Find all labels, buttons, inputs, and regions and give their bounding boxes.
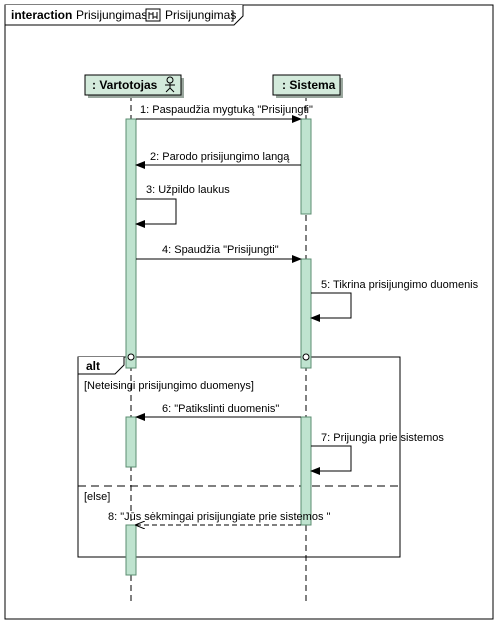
message-2-label: 2: Parodo prisijungimo langą <box>150 151 290 163</box>
alt-fragment-tab <box>77 357 125 375</box>
message-3-arrow <box>135 198 177 228</box>
interaction-frame <box>4 4 494 620</box>
frame-name: Prisijungimas <box>76 8 147 22</box>
message-1-label: 1: Paspaudžia mygtuką "Prisijungti" <box>140 104 313 116</box>
activation-vartotojas-3 <box>125 524 137 576</box>
alt-guard-1: [Neteisingi prisijungimo duomenys] <box>84 380 254 392</box>
message-3-label: 3: Užpildo laukus <box>146 184 230 196</box>
message-5-label: 5: Tikrina prisijungimo duomenis <box>321 279 479 291</box>
alt-fragment <box>77 356 401 558</box>
activation-sistema-1 <box>300 118 312 215</box>
activation-vartotojas-2 <box>125 416 137 468</box>
fragment-gate-sistema <box>302 353 310 361</box>
interaction-icon <box>145 8 161 22</box>
fragment-gate-vartotojas <box>127 353 135 361</box>
frame-keyword: interaction <box>11 8 72 22</box>
message-6-label: 6: "Patikslinti duomenis" <box>162 403 279 415</box>
message-8-label: 8: "Jūs sėkmingai prisijungiate prie sis… <box>108 511 330 523</box>
message-4-label: 4: Spaudžia "Prisijungti" <box>162 244 279 256</box>
interaction-frame-tab <box>4 5 244 26</box>
frame-ref-close: ] <box>231 8 234 22</box>
alt-operator: alt <box>86 359 100 373</box>
lifeline-vartotojas-head[interactable]: : Vartotojas <box>84 74 184 98</box>
lifeline-vartotojas-label: : Vartotojas <box>92 78 158 92</box>
lifeline-sistema-label: : Sistema <box>282 78 336 92</box>
lifeline-sistema-head[interactable]: : Sistema <box>272 74 343 98</box>
activation-vartotojas-1 <box>125 118 137 369</box>
activation-sistema-3 <box>300 416 312 526</box>
message-7-arrow <box>310 445 352 475</box>
actor-icon <box>165 76 175 93</box>
alt-guard-2: [else] <box>84 491 110 503</box>
activation-sistema-2 <box>300 258 312 369</box>
frame-ref-name: Prisijungimas <box>165 8 236 22</box>
message-5-arrow <box>310 292 352 322</box>
message-7-label: 7: Prijungia prie sistemos <box>321 432 444 444</box>
